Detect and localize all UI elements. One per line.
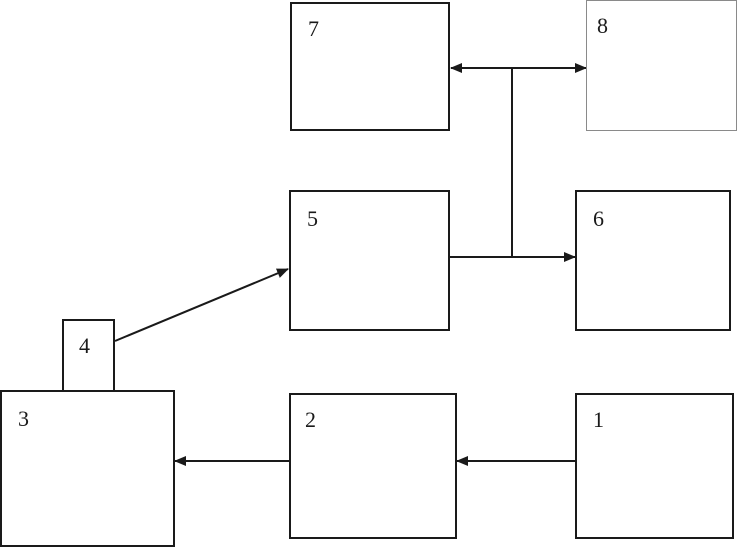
box-8: 8 [586, 0, 737, 131]
box-6-label: 6 [593, 206, 604, 231]
box-7: 7 [290, 2, 450, 131]
box-3: 3 [0, 390, 175, 547]
arrow-4-to-5 [114, 268, 289, 342]
box-8-label: 8 [597, 13, 608, 38]
box-4-label: 4 [79, 333, 90, 358]
box-1: 1 [575, 393, 734, 539]
box-1-label: 1 [593, 407, 604, 432]
box-3-label: 3 [18, 406, 29, 431]
box-6: 6 [575, 190, 731, 331]
box-2: 2 [289, 393, 457, 539]
box-5-label: 5 [307, 206, 318, 231]
box-7-label: 7 [308, 16, 319, 41]
box-5: 5 [289, 190, 450, 331]
box-4: 4 [62, 319, 115, 392]
box-2-label: 2 [305, 407, 316, 432]
